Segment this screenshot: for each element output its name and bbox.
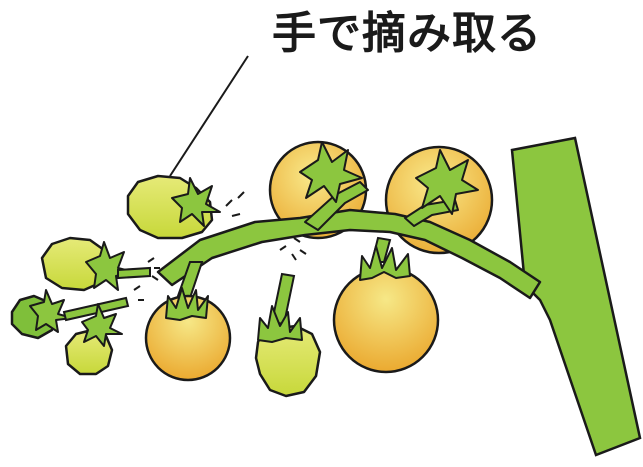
break-mark-icon (133, 285, 144, 301)
calyx-icon (359, 245, 411, 281)
pedicel (117, 266, 151, 280)
leader-line (169, 55, 249, 177)
calyx-icon (165, 287, 209, 321)
calyx-icon (299, 141, 363, 203)
calyx-icon (81, 303, 123, 347)
calyx-icon (171, 177, 221, 227)
break-mark-icon (279, 237, 307, 261)
pedicel (62, 296, 130, 322)
break-mark-icon (147, 257, 160, 281)
harvest-caption: 手で摘み取る (272, 8, 542, 59)
ripe-tomato-icon (332, 266, 440, 374)
calyx-icon (257, 305, 303, 343)
break-mark-icon (225, 191, 245, 217)
calyx-icon (415, 149, 479, 215)
